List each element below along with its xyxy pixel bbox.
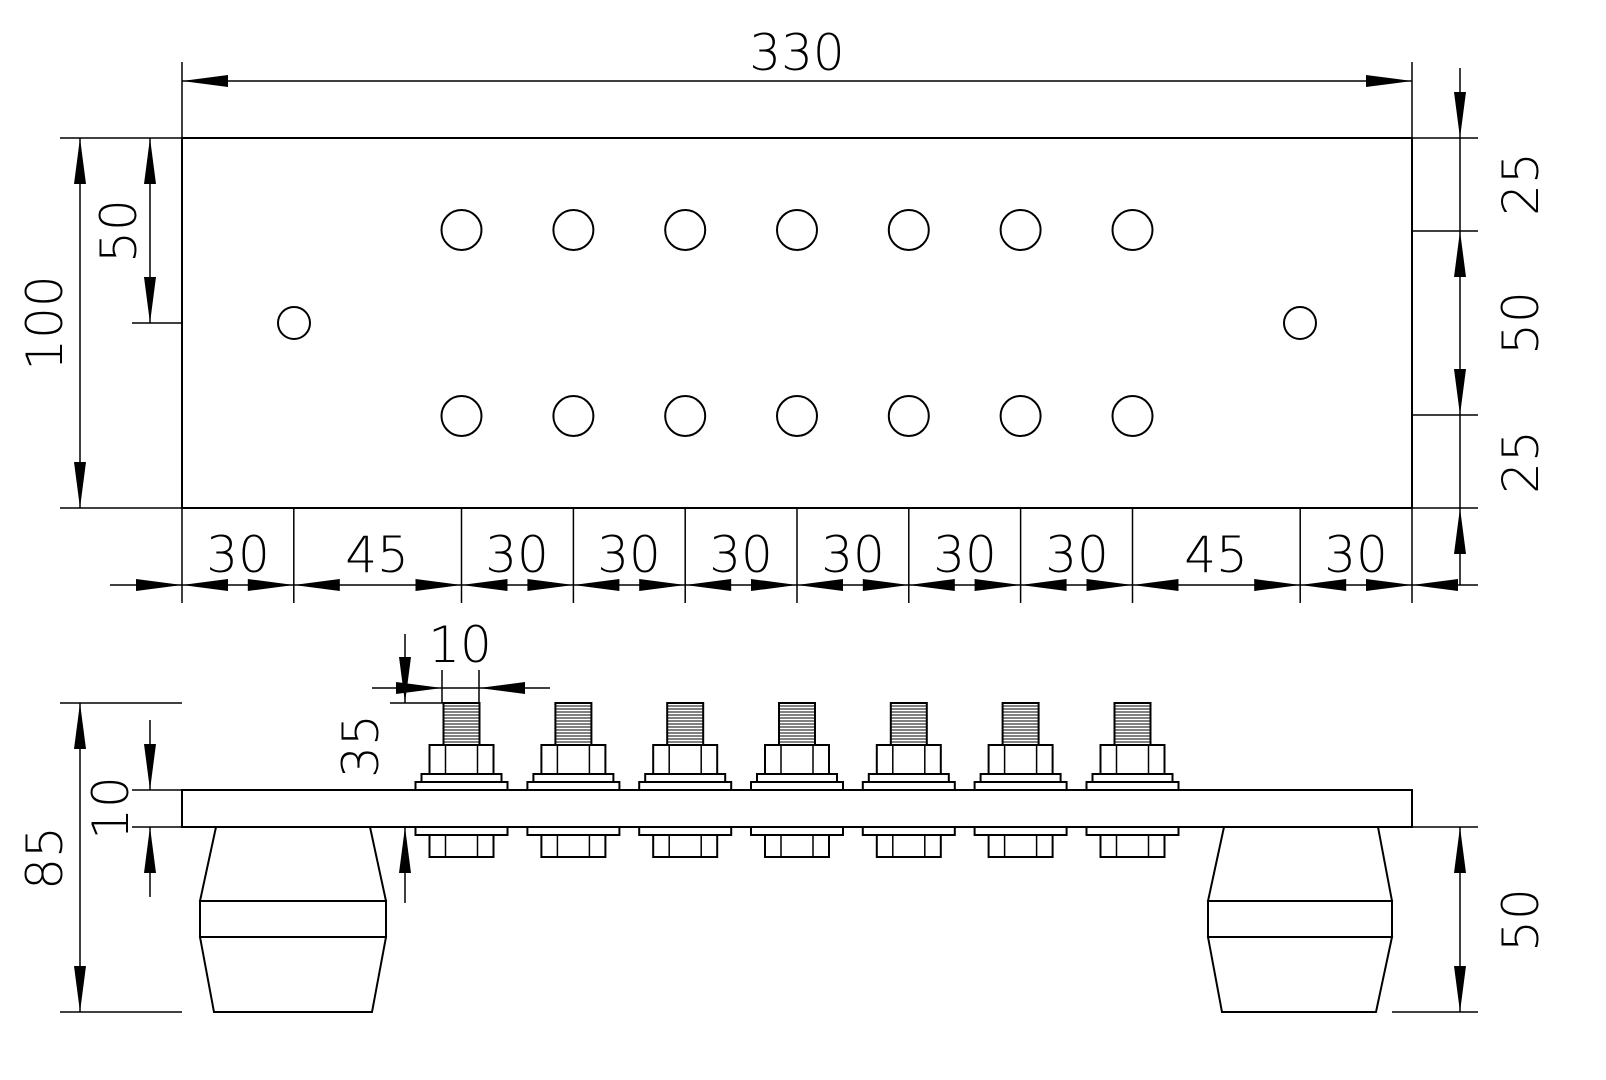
- stud-assembly-2: [526, 702, 621, 858]
- insulator-left: [198, 826, 388, 1013]
- dim-bottom-2: 45: [345, 526, 409, 584]
- dim-arrow-r-3: [527, 579, 574, 591]
- terminal-hole-bottom-3: [664, 395, 707, 437]
- terminal-hole-top-5: [887, 209, 930, 251]
- dim-arrow-l-2: [461, 579, 508, 591]
- dim-insulator-height: 50: [1454, 827, 1550, 1012]
- terminal-hole-top-2: [552, 209, 595, 251]
- dim-bottom-6: 30: [821, 526, 885, 584]
- dim-half-height: 50: [90, 138, 156, 323]
- terminal-holes: [440, 209, 1154, 437]
- mount-hole-right: [1283, 306, 1317, 340]
- dim-bottom-5: 30: [709, 526, 773, 584]
- stud-assembly-7: [1085, 702, 1180, 858]
- top-view: 330 100 50 25 50 25: [16, 24, 1550, 603]
- dim-arrow-outer-left: [136, 579, 182, 591]
- terminal-hole-top-4: [776, 209, 818, 251]
- terminal-hole-bottom-2: [552, 395, 595, 437]
- dim-25-top-label: 25: [1492, 152, 1550, 216]
- dim-bottom-4: 30: [597, 526, 661, 584]
- terminal-studs: [414, 702, 1180, 858]
- plate-outline: [181, 137, 1413, 509]
- dim-arrow-l-8: [1132, 579, 1179, 591]
- dim-side-overall-height: 85: [16, 703, 86, 1012]
- terminal-hole-top-7: [1111, 209, 1154, 251]
- dim-10-diameter-label: 10: [428, 616, 492, 674]
- dim-bar-thickness: 10: [82, 720, 156, 897]
- dim-stud-height: 35: [332, 634, 411, 903]
- terminal-hole-bottom-6: [999, 395, 1042, 437]
- dim-arrow-l-6: [908, 579, 955, 591]
- stud-assembly-6: [973, 702, 1068, 858]
- terminal-hole-bottom-5: [887, 395, 930, 437]
- dim-arrow-r-8: [1086, 579, 1133, 591]
- dim-arrow-r-10: [1366, 579, 1412, 591]
- dim-arrow-l-1: [293, 579, 340, 591]
- dim-bottom-7: 30: [933, 526, 997, 584]
- terminal-hole-bottom-4: [776, 395, 818, 437]
- dim-arrow-r-9: [1254, 579, 1301, 591]
- side-view: 85 10 35 10: [16, 616, 1550, 1013]
- dim-arrow-r-6: [862, 579, 909, 591]
- dim-overall-height: 100: [16, 138, 86, 508]
- bus-bar: [181, 789, 1413, 828]
- dim-arrow-l-4: [685, 579, 732, 591]
- terminal-hole-bottom-1: [440, 395, 483, 437]
- stud-assembly-4: [750, 702, 844, 858]
- dim-overall-width: 330: [182, 24, 1412, 87]
- dim-35-label: 35: [332, 714, 390, 778]
- dim-bottom-9: 45: [1184, 526, 1248, 584]
- dim-bottom-1: 30: [206, 526, 270, 584]
- dim-100-label: 100: [16, 275, 74, 370]
- dim-330-label: 330: [749, 24, 844, 82]
- terminal-hole-top-3: [664, 209, 707, 251]
- dim-arrow-r-4: [639, 579, 686, 591]
- stud-assembly-3: [638, 702, 733, 858]
- dim-bottom-chain: 30 45 30 30 30 30 30 30 45 30: [110, 508, 1478, 603]
- dim-arrow-r-7: [974, 579, 1021, 591]
- dim-25-bottom-label: 25: [1492, 430, 1550, 494]
- dim-arrow-r-2: [415, 579, 462, 591]
- dim-50-left-label: 50: [90, 199, 148, 263]
- dim-arrow-l-7: [1020, 579, 1067, 591]
- dim-bottom-10: 30: [1324, 526, 1388, 584]
- dim-bottom-8: 30: [1045, 526, 1109, 584]
- terminal-hole-top-1: [440, 209, 483, 251]
- mount-hole-left: [277, 306, 311, 340]
- dim-arrow-outer-right: [1412, 579, 1458, 591]
- dim-85-label: 85: [16, 826, 74, 890]
- dim-arrow-l-5: [797, 579, 843, 591]
- terminal-hole-bottom-7: [1111, 395, 1154, 437]
- dim-arrow-r-1: [247, 579, 294, 591]
- dim-arrow-l-0: [182, 579, 228, 591]
- dim-10-thickness-label: 10: [82, 776, 140, 840]
- dim-arrow-l-3: [573, 579, 620, 591]
- insulator-right: [1206, 826, 1394, 1013]
- dim-arrow-l-9: [1300, 579, 1347, 591]
- dim-right-chain: 25 50 25: [1454, 68, 1550, 585]
- terminal-hole-top-6: [999, 209, 1042, 251]
- stud-assembly-1: [414, 702, 509, 858]
- dim-arrow-r-5: [751, 579, 797, 591]
- dim-bottom-3: 30: [485, 526, 549, 584]
- dim-50-insulator-label: 50: [1492, 888, 1550, 952]
- dim-stud-diameter: 10: [372, 616, 550, 694]
- dim-50-right-label: 50: [1492, 291, 1550, 355]
- stud-assembly-5: [861, 702, 956, 858]
